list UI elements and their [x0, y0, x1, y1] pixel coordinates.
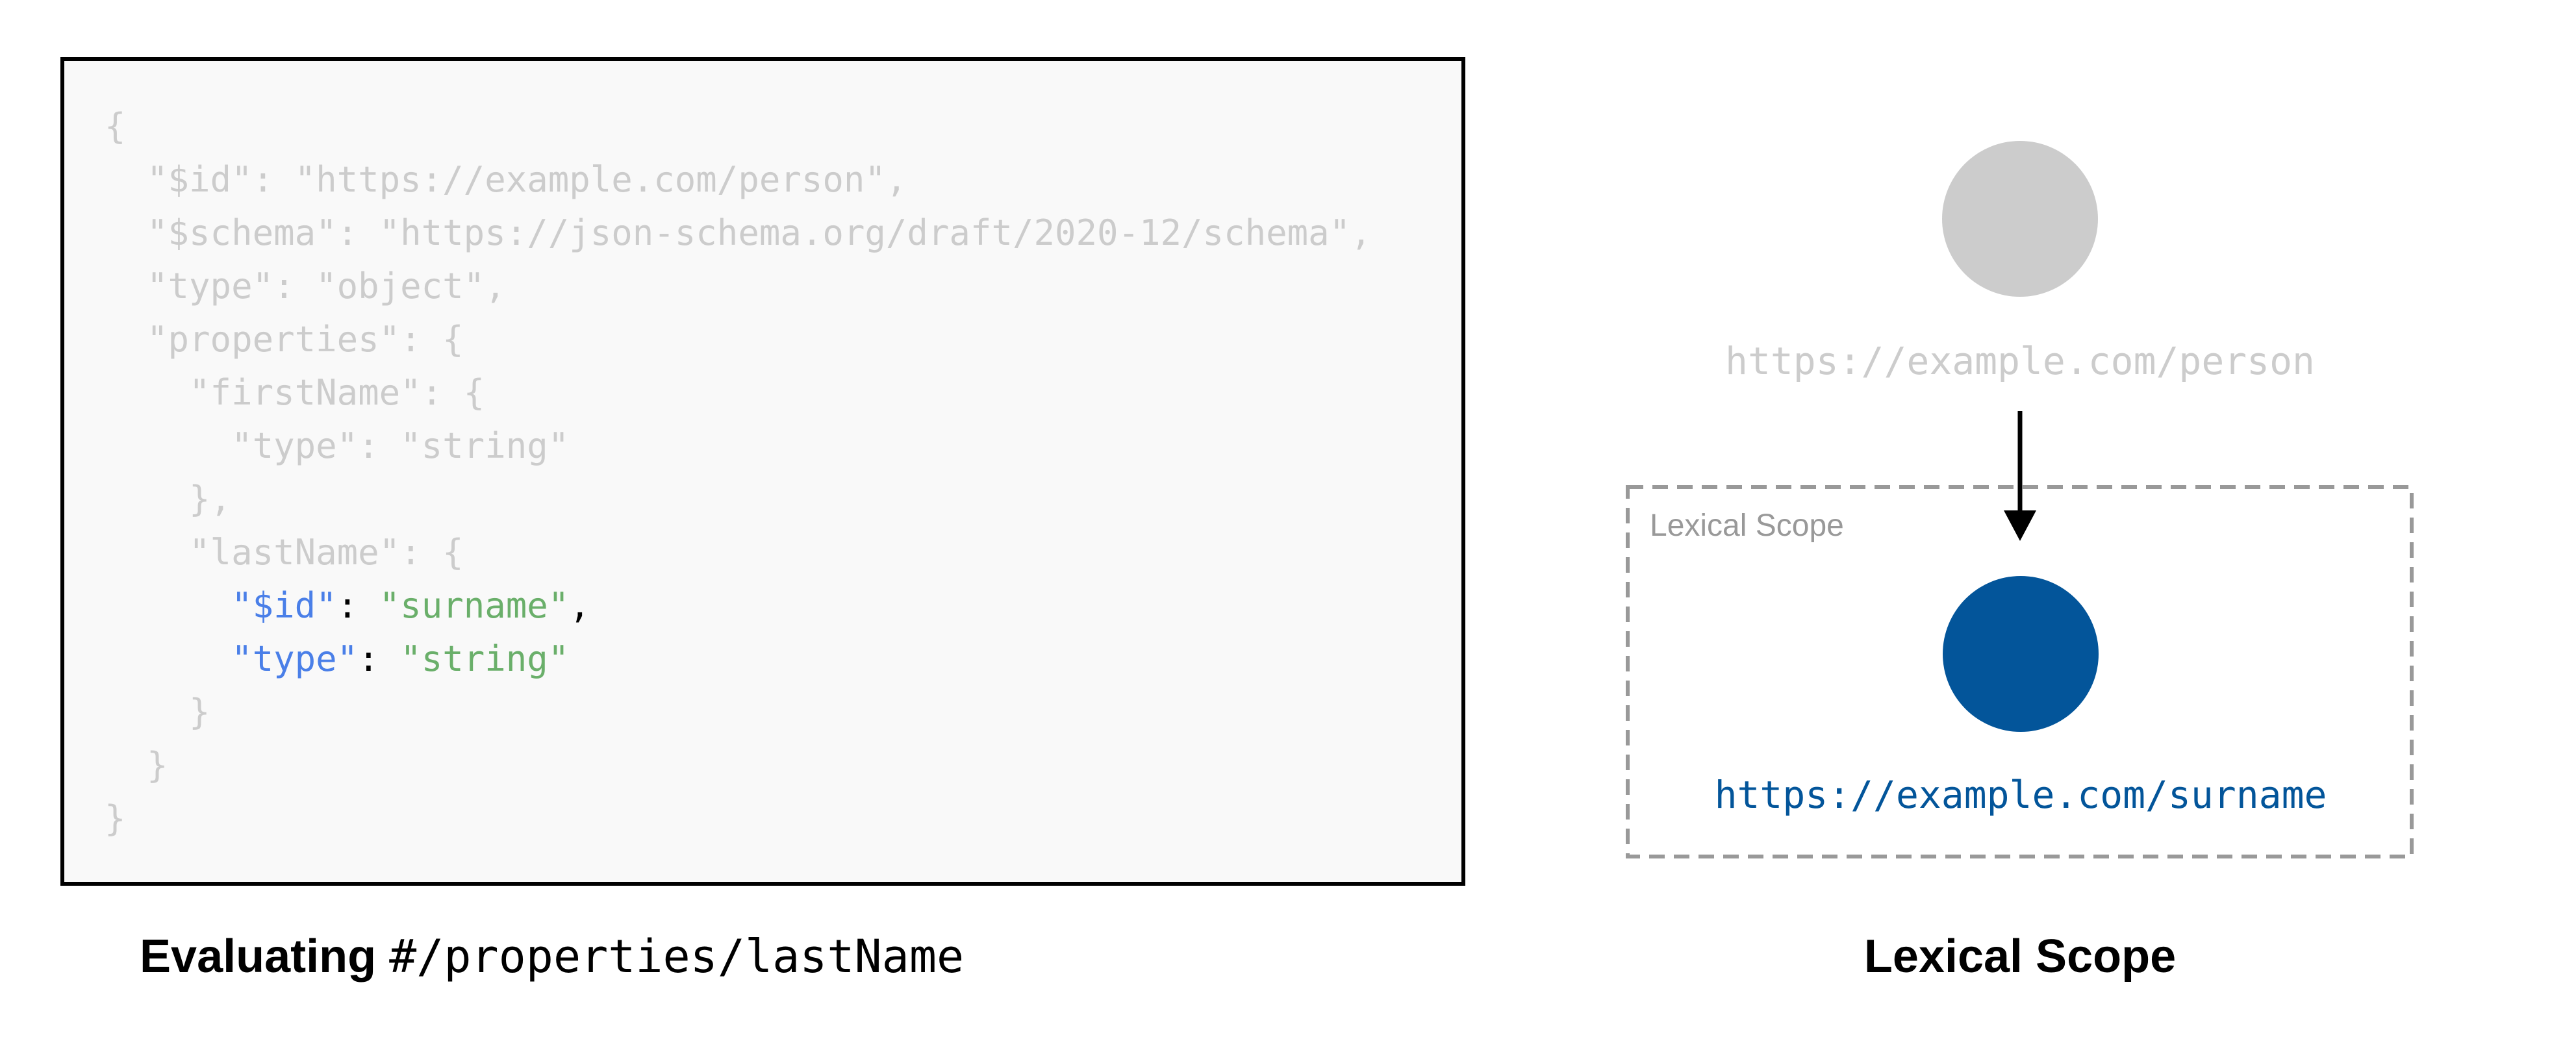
code-line: "type": "string" [105, 425, 570, 466]
code-line: "lastName": { [105, 532, 464, 573]
code-line: } [105, 745, 168, 786]
code-line: "properties": { [105, 319, 464, 360]
scope-label: Lexical Scope [1650, 508, 1844, 543]
parent-schema-node [1942, 141, 2098, 297]
highlight-key: "$id" [231, 585, 337, 626]
highlight-value: "surname" [379, 585, 570, 626]
lexical-scope-caption: Lexical Scope [1863, 931, 2177, 983]
code-line: "type": "object", [105, 266, 506, 307]
parent-uri-label: https://example.com/person [1725, 339, 2315, 383]
code-line: "$schema": "https://json-schema.org/draf… [105, 212, 1372, 253]
child-uri-label: https://example.com/surname [1715, 773, 2327, 817]
highlight-key: "type" [231, 638, 359, 679]
lexical-scope-box [1626, 485, 2414, 858]
child-schema-node [1943, 576, 2099, 732]
json-pointer: #/properties/lastName [389, 930, 965, 983]
evaluating-caption: Evaluating #/properties/lastName [140, 930, 965, 983]
code-line: }, [105, 479, 232, 520]
code-line: } [105, 692, 210, 732]
code-line: } [105, 798, 126, 839]
arrow-head-icon [2004, 510, 2036, 541]
code-line: "firstName": { [105, 372, 485, 413]
code-line: "$id": "https://example.com/person", [105, 159, 907, 200]
code-block: { "$id": "https://example.com/person", "… [105, 106, 1372, 839]
highlight-value: "string" [400, 638, 570, 679]
json-schema-code-panel: { "$id": "https://example.com/person", "… [60, 57, 1465, 886]
code-line: { [105, 106, 126, 147]
